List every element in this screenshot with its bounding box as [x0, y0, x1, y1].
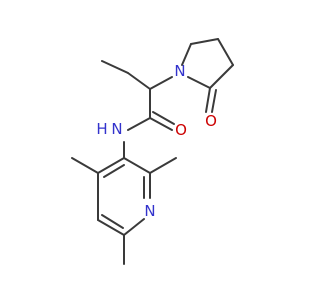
atom-ring-nitrogen: N — [174, 62, 185, 80]
bond-ring-c2-n — [187, 76, 211, 89]
bond-ethyl-ch3 — [101, 60, 129, 74]
bond-pyr-c3-c2 — [123, 157, 151, 174]
atom-ring-oxygen: O — [205, 112, 217, 130]
atom-amide-nitrogen: N — [111, 120, 122, 138]
bond-alpha-n — [149, 76, 173, 90]
bond-ring-c5-c4 — [190, 38, 219, 45]
bond-pyr-c6-c5-inner — [101, 214, 124, 229]
atom-amide-oxygen: O — [175, 121, 187, 139]
bond-ethyl-ch2 — [127, 72, 151, 90]
atom-amide-hydrogen: H — [96, 120, 107, 138]
bond-methyl-c2 — [149, 157, 177, 174]
bond-pyr-c6-c5 — [97, 219, 125, 236]
bond-amide-carbonyl-a — [149, 117, 173, 131]
bond-amide-carbonyl-b — [152, 111, 175, 125]
bond-amide-c-n — [127, 117, 151, 131]
bond-ring-c4-c3 — [217, 38, 234, 66]
bond-ring-carbonyl-a — [205, 87, 211, 113]
atom-pyridine-nitrogen: N — [144, 202, 155, 220]
bond-ring-n-c5 — [181, 43, 192, 66]
bond-methyl-c4 — [71, 157, 99, 174]
bond-pyr-n-c6 — [123, 218, 145, 236]
bond-ring-c3-c2 — [209, 64, 234, 89]
bond-ring-carbonyl-b — [211, 89, 217, 113]
bond-pyr-c4-c3 — [97, 157, 125, 174]
structure-canvas: N O O H N N — [71, 38, 234, 265]
bond-pyr-c4-c3-inner — [103, 164, 125, 178]
molecule-structure: N O O H N N — [71, 38, 234, 265]
